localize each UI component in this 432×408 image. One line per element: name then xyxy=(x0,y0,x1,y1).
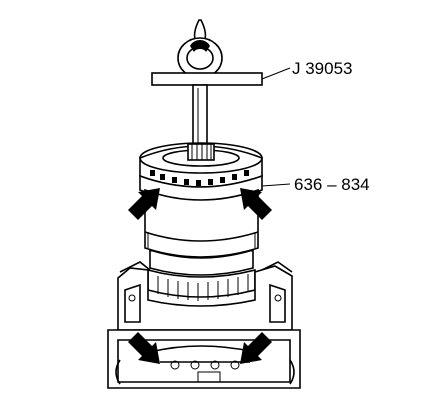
leader-part xyxy=(261,183,291,187)
callout-tool: J 39053 xyxy=(292,59,353,78)
arrow-lower-left xyxy=(128,332,160,364)
ring-teeth xyxy=(150,170,249,186)
arrow-lower-right xyxy=(240,332,272,364)
drum-body xyxy=(144,188,259,258)
pointer-arrows xyxy=(128,188,272,364)
callouts: J 39053 636 – 834 xyxy=(261,59,370,194)
gear-ring-outer xyxy=(139,142,263,174)
drum-lower-ring xyxy=(149,248,254,276)
drum-assembly xyxy=(139,142,263,301)
callout-part: 636 – 834 xyxy=(294,175,370,194)
case-upper xyxy=(117,265,293,331)
leader-tool xyxy=(261,67,291,80)
lifting-tool xyxy=(151,19,263,154)
tool-crossbar xyxy=(151,72,263,86)
arrow-upper-right xyxy=(240,188,272,220)
arrow-upper-left xyxy=(128,188,160,220)
tool-hook-bend xyxy=(190,40,210,52)
